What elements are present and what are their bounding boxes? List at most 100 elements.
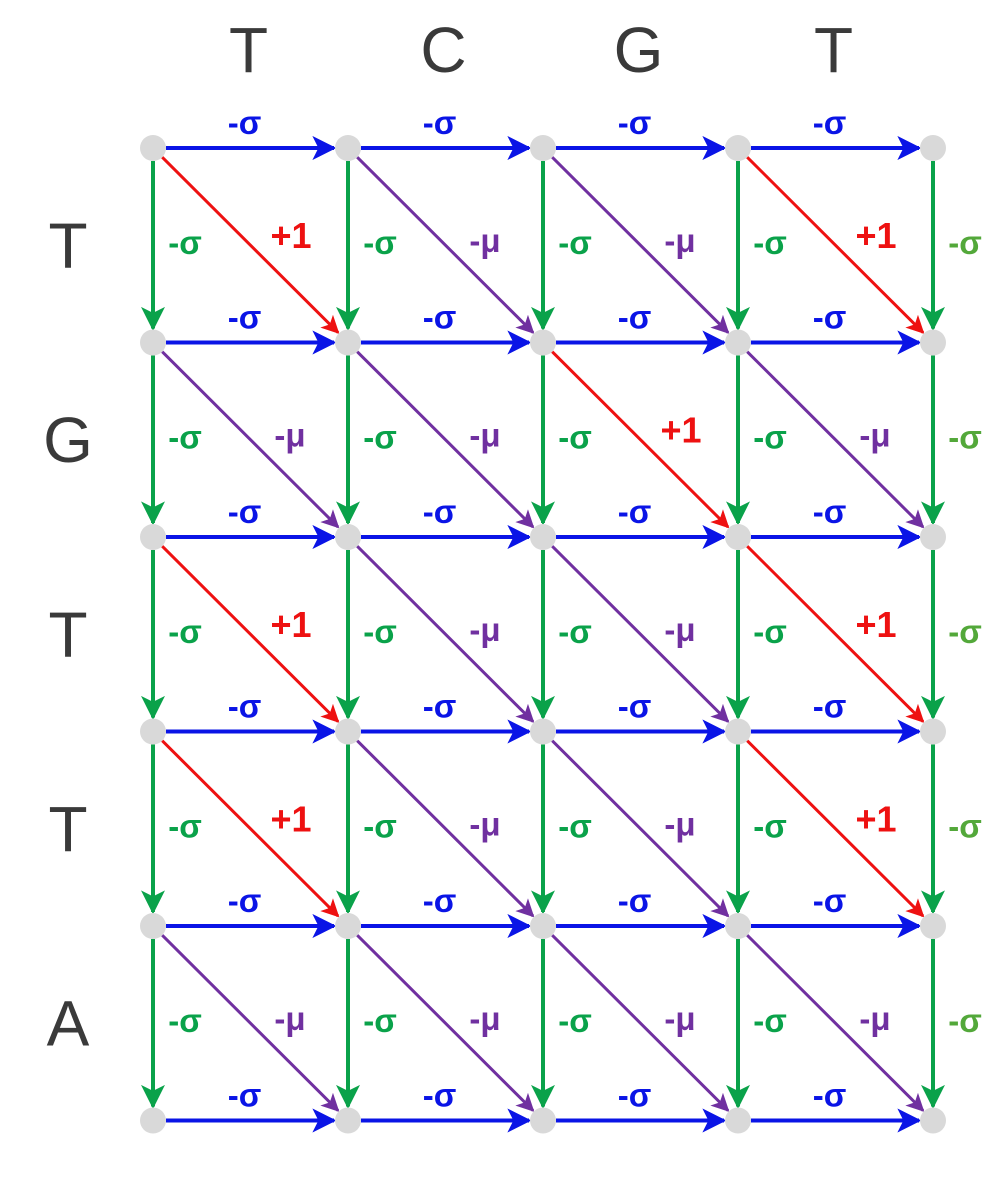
column-letter: G: [614, 14, 664, 86]
mismatch-diagonal-edge: [551, 934, 730, 1112]
horizontal-edge-label: -σ: [423, 104, 457, 141]
grid-node: [725, 135, 751, 161]
match-diagonal-edge: [161, 545, 340, 723]
row-letter: A: [47, 987, 90, 1059]
mismatch-label: -μ: [469, 611, 500, 648]
mismatch-label: -μ: [469, 806, 500, 843]
horizontal-edge-label: -σ: [228, 299, 262, 336]
grid-node: [140, 718, 166, 745]
mismatch-diagonal-edge: [746, 934, 925, 1112]
mismatch-label: -μ: [664, 806, 695, 843]
horizontal-edge-label: -σ: [813, 104, 847, 141]
match-label: +1: [855, 799, 896, 840]
match-diagonal-edge: [746, 156, 925, 334]
horizontal-edge-label: -σ: [618, 493, 652, 530]
mismatch-diagonal-edge: [356, 739, 535, 918]
horizontal-edge-label: -σ: [618, 1077, 652, 1114]
match-diagonal-edge: [551, 350, 730, 529]
grid-node: [140, 913, 166, 939]
labels-layer: -σ -σ -σ -σ -σ -σ -σ -σ -σ -σ -σ -σ -σ -σ -σ -σ -σ -σ -σ -σ…: [168, 104, 982, 1114]
grid-node: [530, 329, 556, 356]
row-letter: T: [48, 209, 87, 281]
match-label: +1: [855, 215, 896, 256]
mismatch-label: -μ: [664, 611, 695, 648]
grid-node: [920, 329, 946, 356]
match-diagonal-edge: [746, 739, 925, 918]
grid-node: [920, 524, 946, 550]
match-diagonal-edge: [161, 739, 340, 918]
mismatch-label: -μ: [469, 222, 500, 259]
grid-node: [725, 913, 751, 939]
mismatch-label: -μ: [664, 222, 695, 259]
vertical-edge-label: -σ: [753, 613, 787, 650]
horizontal-edge-label: -σ: [228, 493, 262, 530]
horizontal-edge-label: -σ: [618, 104, 652, 141]
vertical-edge-label: -σ: [168, 808, 202, 845]
mismatch-diagonal-edge: [551, 739, 730, 918]
horizontal-edge-label: -σ: [813, 688, 847, 725]
vertical-edge-label: -σ: [558, 224, 592, 261]
horizontal-edge-label: -σ: [423, 1077, 457, 1114]
mismatch-diagonal-edge: [746, 350, 925, 529]
match-label: +1: [660, 410, 701, 451]
grid-node: [725, 718, 751, 745]
vertical-edge-label: -σ: [948, 808, 982, 845]
horizontal-edge-label: -σ: [228, 104, 262, 141]
grid-node: [725, 329, 751, 356]
row-letter: G: [43, 404, 93, 476]
horizontal-edge-label: -σ: [423, 688, 457, 725]
vertical-edge-label: -σ: [753, 808, 787, 845]
vertical-edge-label: -σ: [948, 613, 982, 650]
grid-node: [530, 135, 556, 161]
horizontal-edge-label: -σ: [423, 493, 457, 530]
grid-node: [335, 1107, 361, 1134]
grid-node: [140, 135, 166, 161]
vertical-edge-label: -σ: [558, 1002, 592, 1039]
match-label: +1: [270, 215, 311, 256]
mismatch-label: -μ: [274, 417, 305, 454]
grid-node: [530, 1107, 556, 1134]
mismatch-diagonal-edge: [356, 350, 535, 529]
vertical-edge-label: -σ: [558, 419, 592, 456]
horizontal-edge-label: -σ: [618, 882, 652, 919]
vertical-edge-label: -σ: [948, 224, 982, 261]
horizontal-edge-label: -σ: [618, 688, 652, 725]
horizontal-edge-label: -σ: [228, 1077, 262, 1114]
grid-node: [530, 718, 556, 745]
vertical-edge-label: -σ: [168, 419, 202, 456]
mismatch-label: -μ: [859, 1000, 890, 1037]
horizontal-edge-label: -σ: [813, 882, 847, 919]
horizontal-edge-label: -σ: [228, 688, 262, 725]
grid-node: [725, 524, 751, 550]
mismatch-label: -μ: [469, 417, 500, 454]
vertical-edge-label: -σ: [363, 419, 397, 456]
horizontal-edge-label: -σ: [813, 493, 847, 530]
mismatch-label: -μ: [664, 1000, 695, 1037]
vertical-edge-label: -σ: [948, 419, 982, 456]
mismatch-diagonal-edge: [161, 934, 340, 1112]
mismatch-label: -μ: [859, 417, 890, 454]
match-label: +1: [270, 604, 311, 645]
horizontal-edge-label: -σ: [813, 1077, 847, 1114]
grid-node: [140, 524, 166, 550]
vertical-edge-label: -σ: [558, 613, 592, 650]
grid-node: [530, 524, 556, 550]
row-letter: T: [48, 793, 87, 865]
mismatch-label: -μ: [274, 1000, 305, 1037]
vertical-edge-label: -σ: [363, 808, 397, 845]
grid-node: [335, 913, 361, 939]
grid-node: [920, 718, 946, 745]
vertical-edge-label: -σ: [363, 1002, 397, 1039]
vertical-edge-label: -σ: [168, 224, 202, 261]
mismatch-label: -μ: [469, 1000, 500, 1037]
grid-node: [920, 913, 946, 939]
grid-node: [530, 913, 556, 939]
mismatch-diagonal-edge: [356, 545, 535, 723]
column-letter: C: [420, 14, 466, 86]
match-diagonal-edge: [161, 156, 340, 334]
vertical-edge-label: -σ: [363, 613, 397, 650]
mismatch-diagonal-edge: [551, 545, 730, 723]
nodes-layer: [140, 135, 946, 1134]
vertical-edge-label: -σ: [753, 1002, 787, 1039]
